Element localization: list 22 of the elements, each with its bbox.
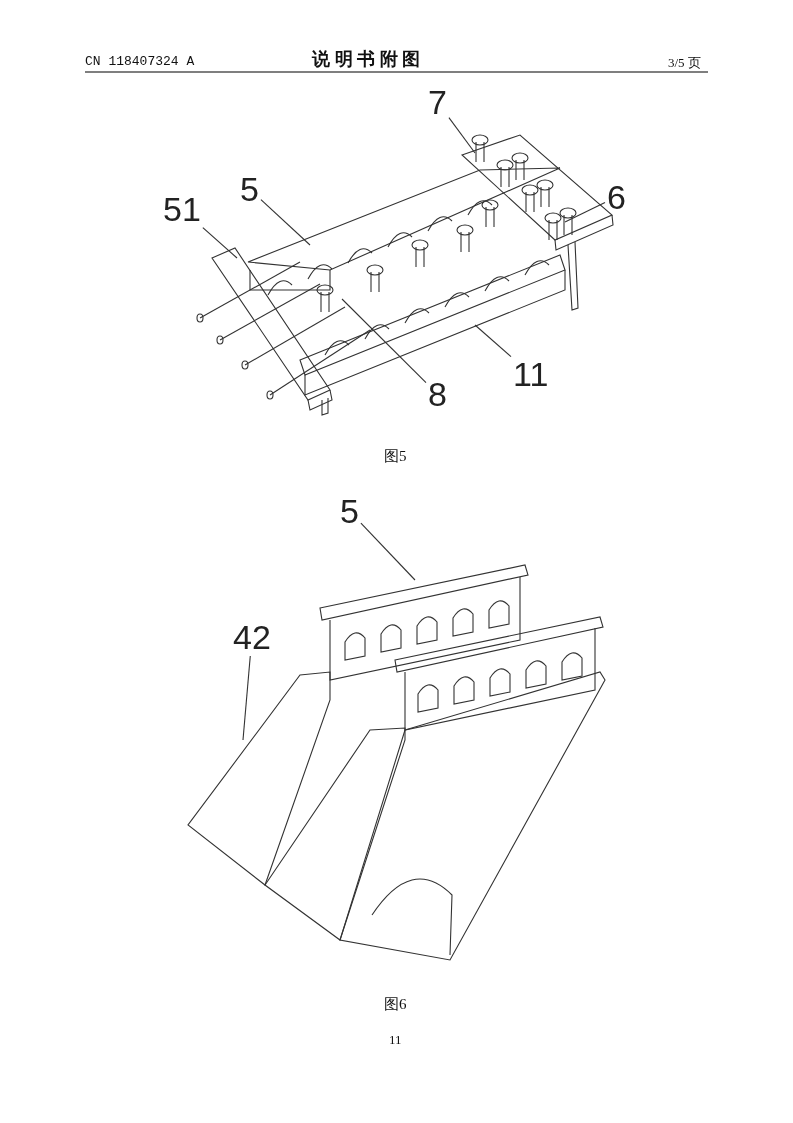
callout-number: 51 — [163, 192, 201, 226]
leader-line — [564, 202, 606, 223]
leader-line — [474, 324, 512, 358]
leader-line — [448, 117, 476, 154]
document-number: CN 118407324 A — [85, 54, 195, 69]
leader-line — [242, 655, 251, 741]
page-count: 3/5 页 — [668, 54, 701, 72]
page-heading: 说 明 书 附 图 — [312, 48, 420, 71]
figure-caption: 图5 — [384, 447, 407, 466]
leader-line — [260, 199, 311, 246]
callout-number: 7 — [428, 85, 447, 119]
page-number: 11 — [389, 1032, 402, 1048]
figure-caption: 图6 — [384, 995, 407, 1014]
leader-line — [360, 522, 416, 581]
leader-line — [341, 298, 427, 384]
callout-number: 5 — [340, 494, 359, 528]
callout-number: 11 — [513, 357, 549, 391]
callout-number: 6 — [607, 180, 626, 214]
callout-number: 42 — [233, 620, 271, 654]
leader-line — [202, 227, 238, 259]
callout-number: 8 — [428, 377, 447, 411]
callout-number: 5 — [240, 172, 259, 206]
